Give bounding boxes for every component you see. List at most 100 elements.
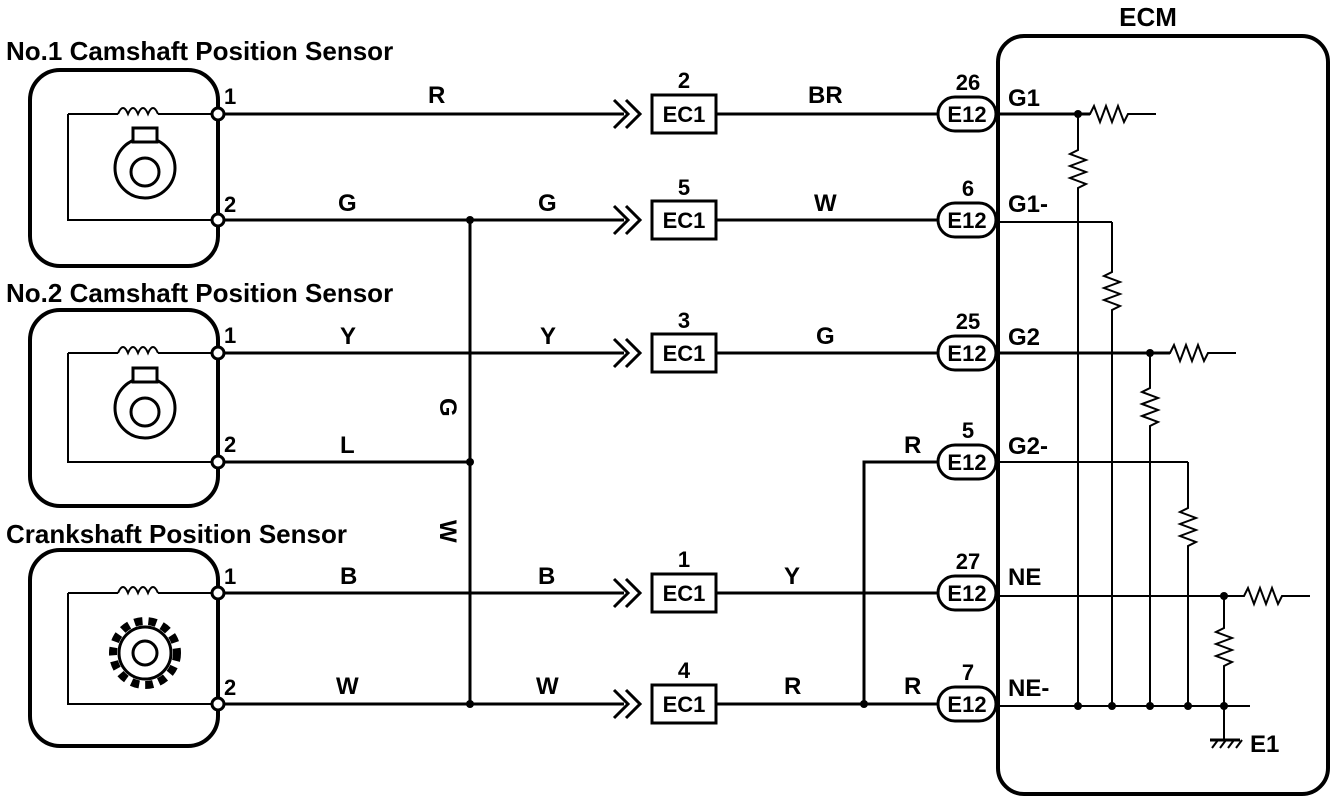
e12-connector-name: E12 bbox=[947, 341, 986, 366]
ground-label: E1 bbox=[1250, 731, 1279, 758]
ec1-in-wire-5: G bbox=[538, 190, 557, 217]
junction-dot bbox=[860, 700, 868, 708]
e12-connector-name: E12 bbox=[947, 450, 986, 475]
ecm-signal-label: NE- bbox=[1008, 675, 1049, 702]
wire-label-cam1-2: G bbox=[338, 190, 357, 217]
crank-pin2: 2 bbox=[224, 675, 236, 700]
e12-connector-pin6: E12 6 G1- bbox=[936, 176, 1048, 239]
ec1-connector-name: EC1 bbox=[663, 581, 706, 606]
terminal-icon bbox=[210, 106, 226, 122]
connector-arrow-icon bbox=[612, 577, 643, 609]
e12-connector-pin: 26 bbox=[956, 70, 980, 95]
terminal-icon bbox=[210, 212, 226, 228]
e12-connector-name: E12 bbox=[947, 102, 986, 127]
ec1-in-wire-4: W bbox=[536, 673, 559, 700]
cam-rotor-icon bbox=[113, 126, 177, 200]
ec1-connector-pin: 3 bbox=[678, 308, 690, 333]
wire-label-cam1-1: R bbox=[428, 82, 445, 109]
wire-label-crank-2: W bbox=[336, 673, 359, 700]
e12-wire-label: R bbox=[904, 673, 921, 700]
e12-wire-label: R bbox=[904, 432, 921, 459]
ecm-box bbox=[996, 34, 1330, 796]
gear-icon bbox=[109, 617, 181, 689]
coil-icon bbox=[117, 346, 159, 356]
terminal-icon bbox=[210, 345, 226, 361]
cam1-sensor-title: No.1 Camshaft Position Sensor bbox=[6, 36, 393, 66]
junction-dot bbox=[466, 700, 474, 708]
wire-label-cam2-2: L bbox=[340, 432, 355, 459]
connector-arrow-icon bbox=[612, 98, 643, 130]
e12-connector-pin: 27 bbox=[956, 549, 980, 574]
e12-connector-pin5: E12 5 G2- R bbox=[904, 418, 1048, 481]
ec1-out-wire-3: G bbox=[816, 323, 835, 350]
ec1-out-wire-1: Y bbox=[784, 563, 800, 590]
ecm-title: ECM bbox=[1119, 2, 1177, 32]
ec1-connector-pin4: EC1 4 bbox=[612, 658, 718, 725]
ecm-signal-label: NE bbox=[1008, 564, 1041, 591]
terminal-icon bbox=[210, 585, 226, 601]
cam1-pin1: 1 bbox=[224, 84, 236, 109]
cam2-pin2: 2 bbox=[224, 432, 236, 457]
e12-connector-name: E12 bbox=[947, 208, 986, 233]
ec1-connector-pin: 4 bbox=[678, 658, 691, 683]
ecm-internal-circuit: E1 bbox=[996, 103, 1310, 758]
e12-connector-name: E12 bbox=[947, 581, 986, 606]
cam-rotor-icon bbox=[113, 366, 177, 440]
connector-arrow-icon bbox=[612, 204, 643, 236]
ec1-connector-pin: 5 bbox=[678, 175, 690, 200]
e12-connector-name: E12 bbox=[947, 692, 986, 717]
resistor-icon bbox=[1078, 103, 1156, 125]
resistor-icon bbox=[1213, 596, 1235, 740]
resistor-icon bbox=[1101, 222, 1123, 706]
ec1-connector-name: EC1 bbox=[663, 102, 706, 127]
ec1-connector-pin: 2 bbox=[678, 68, 690, 93]
ecm-signal-label: G2- bbox=[1008, 433, 1048, 460]
crank-sensor-title: Crankshaft Position Sensor bbox=[6, 519, 347, 549]
ec1-connector-name: EC1 bbox=[663, 341, 706, 366]
e12-connector-pin: 7 bbox=[962, 660, 974, 685]
terminal-icon bbox=[210, 696, 226, 712]
ec1-out-wire-4: R bbox=[784, 673, 801, 700]
ecm-signal-label: G1- bbox=[1008, 191, 1048, 218]
wire-label-cam2-1: Y bbox=[340, 323, 356, 350]
connector-arrow-icon bbox=[612, 688, 643, 720]
e12-connector-box bbox=[936, 201, 998, 239]
coil-icon bbox=[117, 107, 159, 117]
ec1-out-wire-2: BR bbox=[808, 82, 843, 109]
e12-connector-pin7: E12 7 NE- R bbox=[904, 660, 1049, 723]
junction-dot bbox=[466, 458, 474, 466]
ground-icon bbox=[1210, 738, 1243, 749]
cam1-sensor-internal-wire bbox=[67, 114, 218, 221]
crank-sensor: 1 2 bbox=[28, 548, 236, 748]
cam2-sensor: 1 2 bbox=[28, 308, 236, 508]
vertical-wire-label-lower: W bbox=[434, 520, 461, 543]
ec1-connector-pin2: EC1 2 bbox=[612, 68, 718, 135]
ec1-connector-box bbox=[650, 93, 718, 135]
e12-connector-box bbox=[936, 685, 998, 723]
e12-connector-pin: 6 bbox=[962, 176, 974, 201]
resistor-icon bbox=[1067, 114, 1089, 706]
resistor-icon bbox=[1177, 462, 1199, 706]
coil-icon bbox=[117, 586, 159, 596]
e12-connector-pin27: E12 27 NE bbox=[936, 549, 1041, 612]
ec1-connector-pin1: EC1 1 bbox=[612, 547, 718, 614]
cam1-pin2: 2 bbox=[224, 192, 236, 217]
terminal-icon bbox=[210, 454, 226, 470]
e12-connector-pin: 5 bbox=[962, 418, 974, 443]
ecm-signal-label: G2 bbox=[1008, 324, 1040, 351]
crank-sensor-internal-wire bbox=[67, 593, 218, 705]
ec1-connector-pin5: EC1 5 bbox=[612, 175, 718, 241]
vertical-wire-label-upper: G bbox=[434, 398, 461, 417]
ec1-out-wire-5: W bbox=[814, 190, 837, 217]
resistor-icon bbox=[1224, 585, 1310, 607]
junction-dot bbox=[466, 216, 474, 224]
ecm-signal-label: G1 bbox=[1008, 85, 1040, 112]
wire-label-crank-1: B bbox=[340, 563, 357, 590]
ec1-connector-box bbox=[650, 683, 718, 725]
ec1-connector-pin: 1 bbox=[678, 547, 690, 572]
ec1-in-wire-3: Y bbox=[540, 323, 556, 350]
ec1-connector-box bbox=[650, 332, 718, 374]
cam2-pin1: 1 bbox=[224, 323, 236, 348]
resistor-icon bbox=[1139, 353, 1161, 706]
